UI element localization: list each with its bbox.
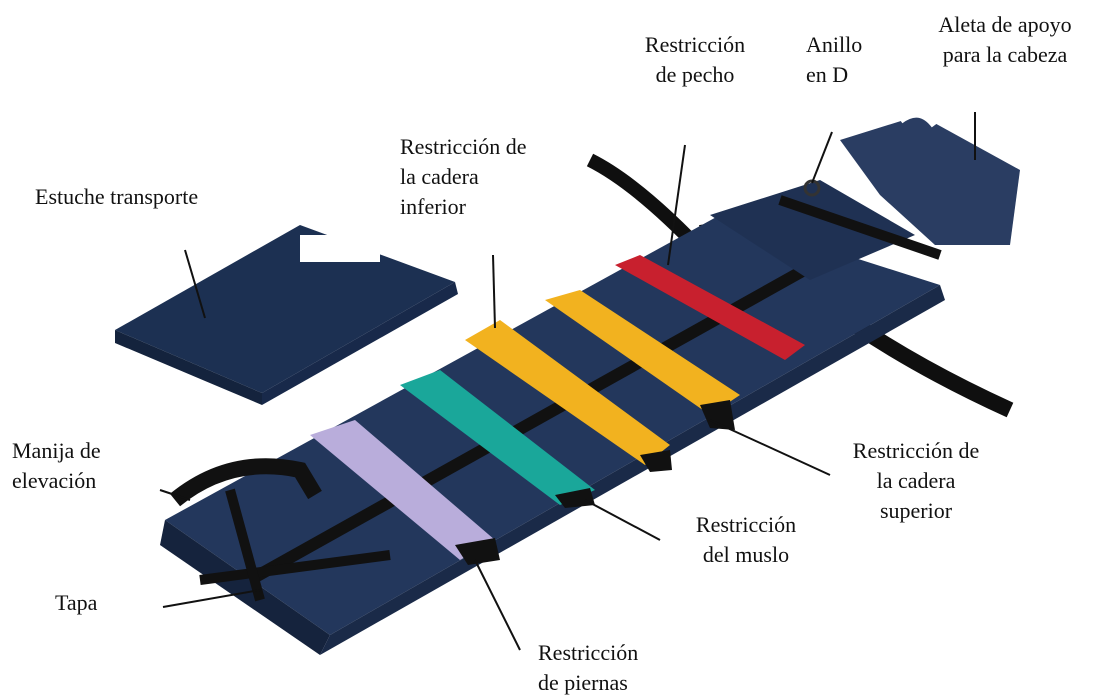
- label-restriccion-pecho: Restricción de pecho: [644, 32, 746, 87]
- carry-case: [115, 225, 458, 405]
- callout-pecho: [667, 144, 686, 266]
- label-anillo-en-d: Anillo en D: [806, 32, 863, 87]
- label-aleta-apoyo-cabeza: Aleta de apoyo para la cabeza: [938, 12, 1072, 67]
- label-tapa: Tapa: [55, 590, 98, 615]
- callout-tapa: [162, 589, 261, 608]
- thigh-strap: [400, 370, 595, 508]
- callout-cadera-superior: [709, 419, 831, 476]
- chest-strap: [615, 255, 805, 360]
- callout-lines: [159, 112, 976, 651]
- upper-hip-strap: [545, 290, 740, 430]
- label-restriccion-cadera-superior: Restricción de la cadera superior: [852, 438, 980, 523]
- label-restriccion-cadera-inferior: Restricción de la cadera inferior: [400, 134, 527, 219]
- callout-piernas: [474, 559, 521, 651]
- lift-handle: [169, 458, 391, 602]
- callout-anillo: [811, 131, 833, 184]
- label-estuche-transporte: Estuche transporte: [35, 184, 199, 209]
- label-restriccion-piernas: Restricción de piernas: [538, 640, 639, 695]
- callout-cadera-inferior: [492, 254, 496, 329]
- callout-muslo: [584, 499, 661, 541]
- label-manija-elevacion: Manija de elevación: [12, 438, 101, 493]
- callout-estuche: [184, 249, 206, 319]
- lower-hip-strap: [465, 320, 672, 472]
- callout-manija: [159, 489, 191, 501]
- label-restriccion-muslo: Restricción del muslo: [695, 512, 797, 567]
- leg-strap: [310, 420, 500, 565]
